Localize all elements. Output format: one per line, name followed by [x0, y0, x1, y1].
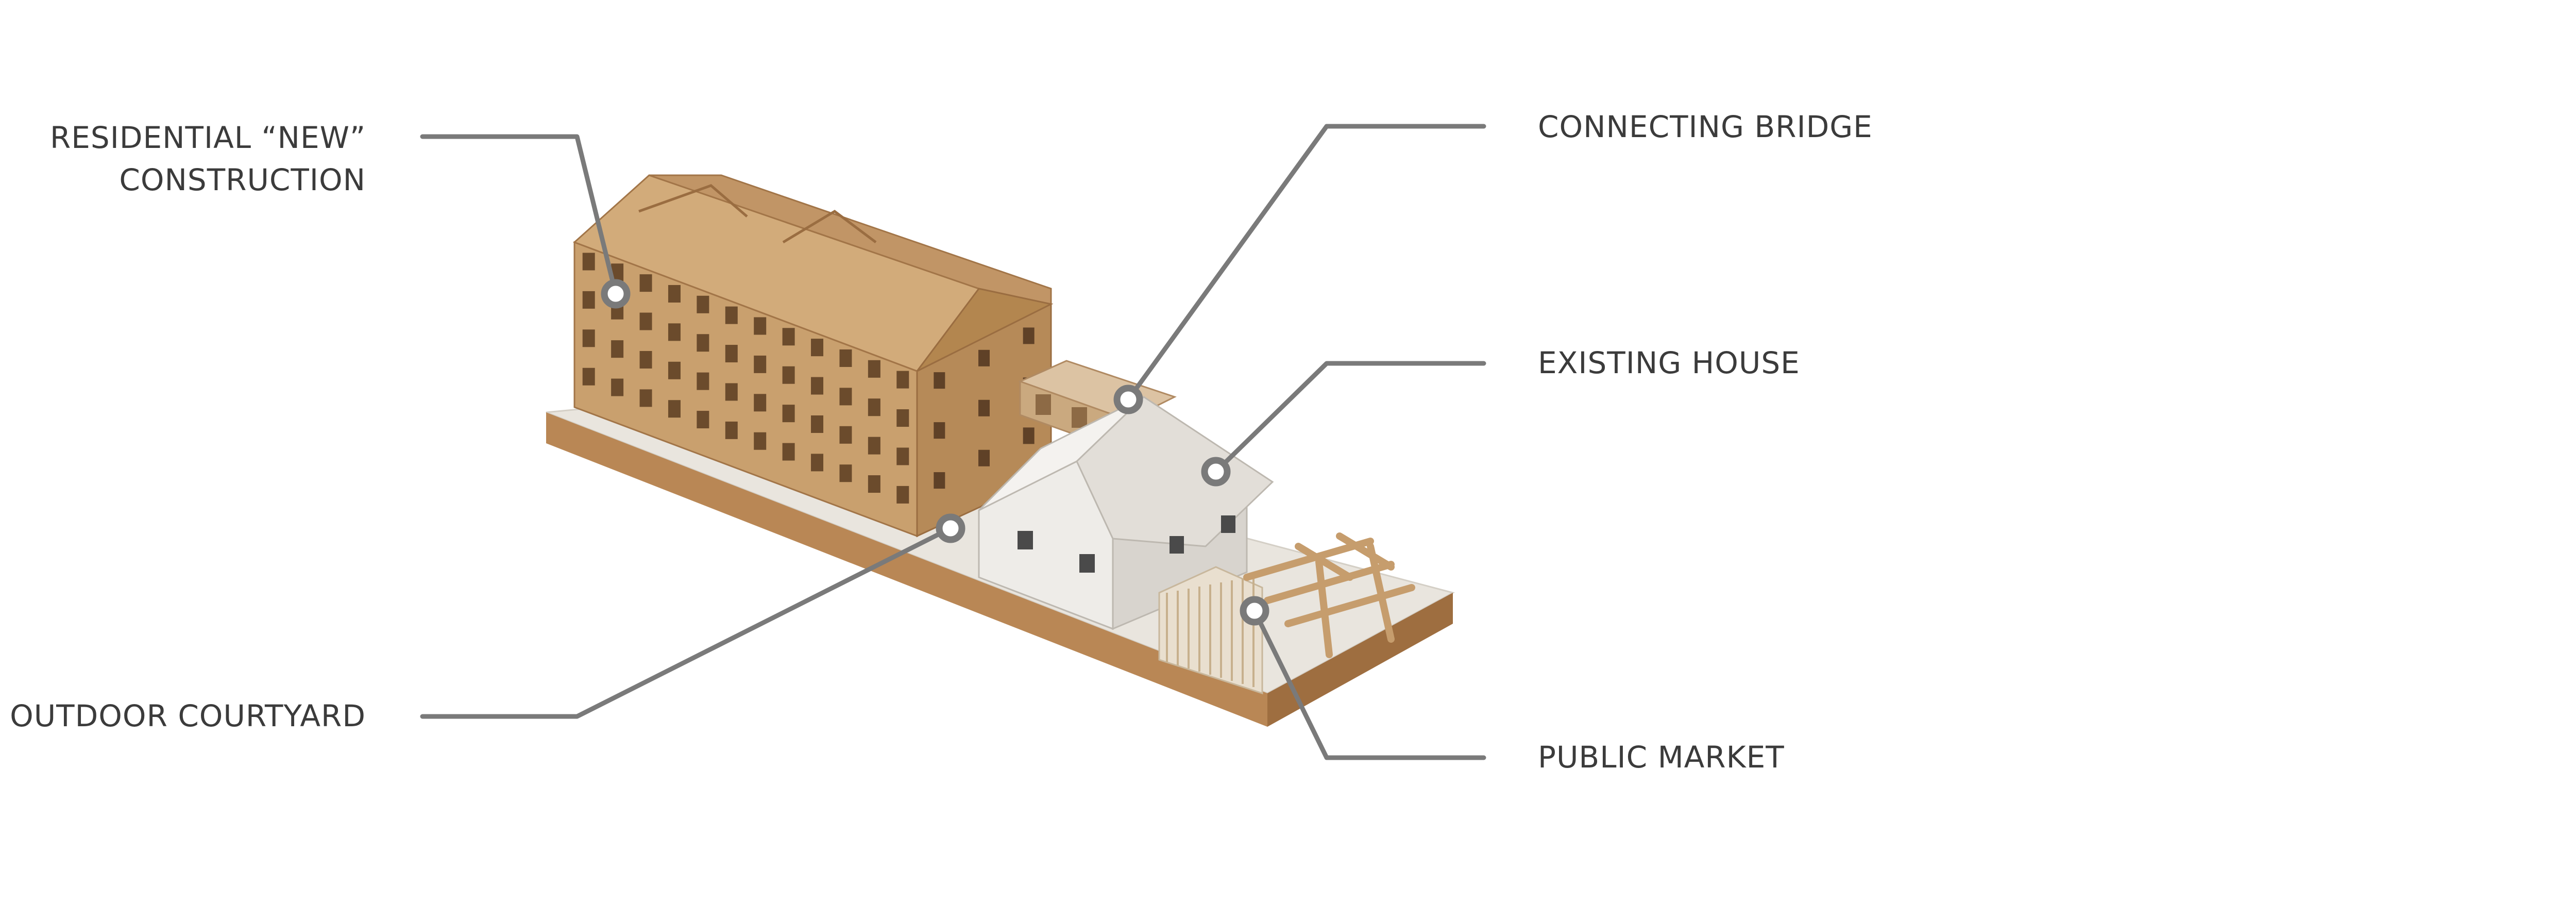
facade-window	[725, 306, 738, 324]
leader-line-residential	[420, 134, 618, 296]
circle-marker-icon	[1240, 596, 1269, 626]
circle-marker-icon	[601, 279, 631, 309]
end-window	[978, 449, 990, 466]
facade-window	[668, 361, 681, 379]
callout-connecting-bridge: CONNECTING BRIDGE	[1538, 106, 1873, 148]
leader-line-outdoor-courtyard	[420, 526, 953, 719]
callout-residential-line-1: RESIDENTIAL “NEW”	[49, 120, 366, 155]
existing-house-structure	[978, 396, 1274, 630]
leader-line-existing-house	[1213, 361, 1486, 474]
facade-window	[582, 368, 595, 386]
end-window	[934, 372, 945, 389]
facade-window	[668, 285, 681, 303]
circle-marker-icon	[1113, 385, 1143, 414]
facade-window	[839, 426, 852, 444]
facade-window	[668, 400, 681, 418]
callout-connecting-bridge-text: CONNECTING BRIDGE	[1538, 109, 1873, 144]
circle-marker-icon	[1201, 457, 1231, 487]
callout-outdoor-courtyard-text: OUTDOOR COURTYARD	[10, 698, 366, 733]
facade-window	[611, 378, 624, 396]
facade-window	[668, 323, 681, 341]
residential-block	[573, 174, 1054, 538]
callout-outdoor-courtyard: OUTDOOR COURTYARD	[10, 695, 366, 737]
end-window	[934, 472, 945, 489]
callout-existing-house-text: EXISTING HOUSE	[1538, 345, 1800, 380]
facade-window	[868, 437, 880, 455]
facade-window	[782, 443, 795, 461]
facade-window	[868, 360, 880, 378]
facade-window	[839, 388, 852, 406]
leader-line-connecting-bridge	[1126, 124, 1486, 402]
facade-window	[839, 464, 852, 482]
facade-window	[639, 274, 652, 292]
facade-window	[697, 295, 709, 313]
facade-window	[782, 366, 795, 384]
facade-window	[639, 389, 652, 407]
public-market-structure	[1158, 532, 1415, 695]
facade-window	[725, 383, 738, 401]
facade-window	[754, 432, 767, 450]
facade-window	[811, 415, 824, 433]
callout-public-market: PUBLIC MARKET	[1538, 736, 1785, 778]
facade-window	[697, 411, 709, 429]
circle-marker-icon	[936, 513, 965, 543]
callout-residential: RESIDENTIAL “NEW” CONSTRUCTION	[50, 116, 366, 201]
callout-existing-house: EXISTING HOUSE	[1538, 342, 1800, 384]
facade-window	[896, 486, 909, 504]
callout-residential-line-2: CONSTRUCTION	[119, 162, 366, 197]
facade-window	[896, 371, 909, 389]
facade-window	[725, 421, 738, 439]
facade-window	[582, 329, 595, 347]
facade-window	[868, 475, 880, 493]
facade-window	[582, 291, 595, 309]
facade-window	[754, 317, 767, 335]
facade-window	[868, 398, 880, 416]
end-window	[1023, 427, 1035, 444]
facade-window	[582, 253, 595, 271]
end-window	[978, 349, 990, 366]
facade-window	[725, 345, 738, 363]
leader-line-public-market	[1252, 608, 1486, 760]
end-window	[1023, 327, 1035, 344]
facade-window	[811, 339, 824, 357]
facade-window	[697, 372, 709, 390]
callout-public-market-text: PUBLIC MARKET	[1538, 740, 1785, 775]
facade-window	[811, 454, 824, 472]
facade-window	[754, 355, 767, 373]
facade-window	[754, 394, 767, 412]
facade-window	[639, 350, 652, 369]
facade-window	[697, 334, 709, 352]
facade-window	[811, 377, 824, 395]
facade-window	[839, 349, 852, 367]
facade-window	[896, 447, 909, 465]
end-window	[934, 422, 945, 439]
facade-window	[896, 409, 909, 427]
facade-window	[611, 340, 624, 358]
facade-window	[782, 328, 795, 346]
facade-window	[639, 312, 652, 330]
end-window	[978, 399, 990, 416]
facade-window	[782, 405, 795, 423]
